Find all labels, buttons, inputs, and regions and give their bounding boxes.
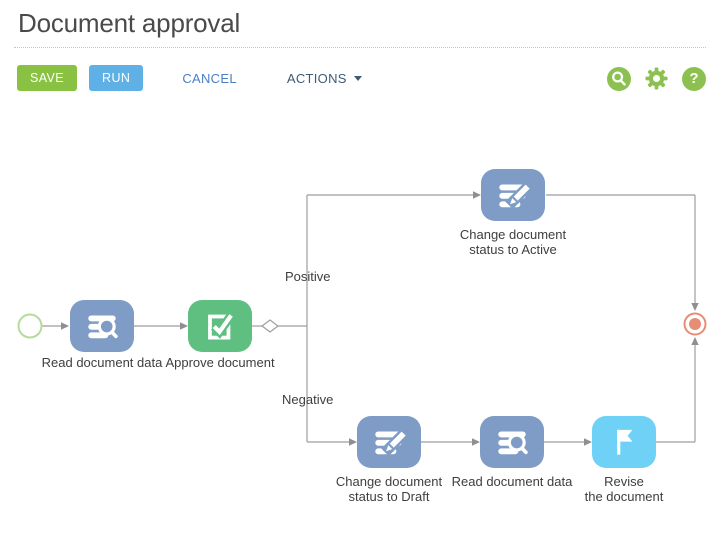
sequence-flow-negative[interactable] [307, 438, 357, 446]
sequence-flow-positive[interactable] [307, 191, 699, 311]
run-button[interactable]: RUN [89, 65, 144, 91]
end-event[interactable] [683, 312, 707, 336]
toolbar: SAVE RUN CANCEL ACTIONS [17, 65, 368, 91]
edit-data-icon [375, 428, 408, 457]
actions-menu-button[interactable]: ACTIONS [281, 70, 368, 87]
sequence-flow-start-read1[interactable] [42, 322, 69, 330]
title-divider [14, 47, 706, 48]
actions-label: ACTIONS [286, 70, 347, 86]
task-change-status-active[interactable] [481, 169, 545, 221]
task-read-document-data-1[interactable] [70, 300, 134, 352]
caret-down-icon [353, 75, 362, 81]
settings-gear-icon[interactable] [644, 66, 669, 91]
read-data-icon [88, 315, 118, 339]
connector-layer [17, 191, 707, 446]
process-canvas: Read document data Approve document Chan… [0, 100, 720, 535]
gateway-diamond[interactable] [261, 319, 279, 333]
search-icon[interactable] [607, 66, 631, 91]
sequence-flow-revise-end[interactable] [656, 337, 699, 443]
help-glyph: ? [689, 70, 699, 87]
task-revise-document[interactable] [592, 416, 656, 468]
read-data-icon [498, 431, 528, 455]
task-change-status-draft[interactable] [357, 416, 421, 468]
approve-task-icon [208, 312, 235, 340]
cancel-button[interactable]: CANCEL [176, 70, 243, 87]
task-approve-document[interactable] [188, 300, 252, 352]
edit-data-icon [499, 181, 532, 210]
help-icon[interactable]: ? [682, 66, 706, 91]
sequence-flow-read2-revise[interactable] [544, 438, 592, 446]
task-read-document-data-2[interactable] [480, 416, 544, 468]
utility-icon-group: ? [607, 66, 706, 91]
sequence-flow-read1-approve[interactable] [134, 322, 188, 330]
save-button[interactable]: SAVE [17, 65, 78, 91]
page-title: Document approval [18, 8, 241, 38]
flag-icon [617, 429, 633, 455]
start-event[interactable] [17, 313, 43, 339]
sequence-flow-draft-read2[interactable] [421, 438, 480, 446]
